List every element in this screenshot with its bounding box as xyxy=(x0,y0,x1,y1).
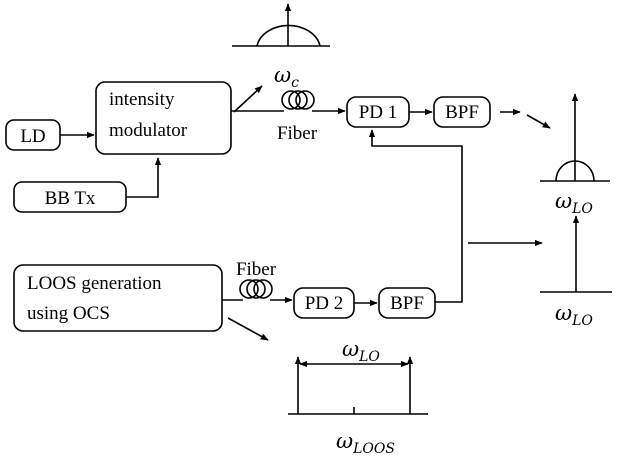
bpf-top-block: BPF xyxy=(433,96,491,128)
arrow-bbtx-to-modulator xyxy=(126,157,162,198)
pd2-block: PD 2 xyxy=(293,287,355,319)
omega-lo-label-bottom: ωLO xyxy=(342,337,380,365)
bpf-bottom-block: BPF xyxy=(378,287,436,319)
ld-label: LD xyxy=(20,126,45,147)
intensity-modulator-block: intensity modulator xyxy=(95,81,232,155)
loos-spectrum xyxy=(288,356,428,415)
carrier-spectrum xyxy=(232,3,330,47)
arrow-bpf-to-spectrum xyxy=(526,114,551,129)
modulator-label-line2: modulator xyxy=(109,120,188,141)
fiber-coil-top-icon xyxy=(281,90,315,110)
loos-label-line2: using OCS xyxy=(27,303,110,324)
bpf-bottom-label: BPF xyxy=(390,293,424,314)
bbtx-label: BB Tx xyxy=(45,188,96,209)
omega-lo-label-top: ωLO xyxy=(555,189,593,217)
lo-feedback-line xyxy=(368,129,463,303)
loos-generation-block: LOOS generation using OCS xyxy=(13,264,223,332)
lo-data-spectrum xyxy=(540,93,610,182)
modulator-label-line1: intensity xyxy=(109,89,175,110)
arrow-to-carrier-spectrum xyxy=(233,85,263,113)
pd1-label: PD 1 xyxy=(359,102,398,123)
omega-c-label: ωc xyxy=(274,63,299,91)
omega-lo-label-right: ωLO xyxy=(555,301,593,329)
loos-label-line1: LOOS generation xyxy=(27,273,162,294)
ld-block: LD xyxy=(5,119,61,151)
pd1-block: PD 1 xyxy=(346,96,410,128)
fiber-coil-bottom-icon xyxy=(239,279,273,299)
arrow-to-loos-spectrum xyxy=(227,317,269,341)
omega-loos-label: ωLOOS xyxy=(336,429,395,457)
pd2-label: PD 2 xyxy=(305,293,344,314)
fiber-bottom-label: Fiber xyxy=(236,259,277,280)
bpf-top-label: BPF xyxy=(445,102,479,123)
fiber-top-label: Fiber xyxy=(277,123,318,144)
bbtx-block: BB Tx xyxy=(13,181,127,213)
lo-spectrum xyxy=(540,215,612,293)
